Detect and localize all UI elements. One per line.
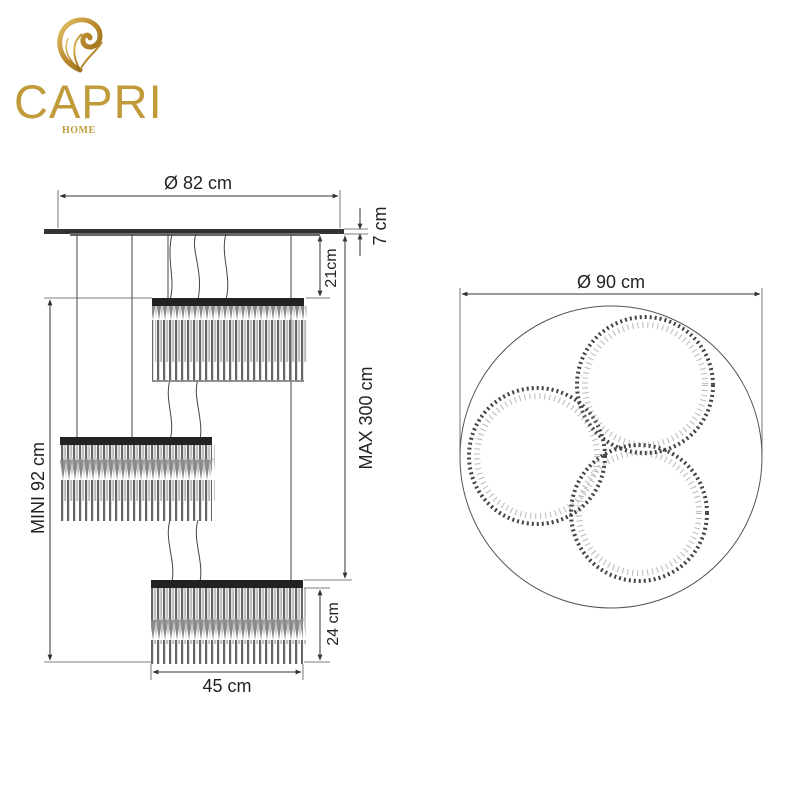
brand-sub: HOME [62, 125, 96, 136]
crystal-ring-middle [60, 437, 215, 521]
nautilus-shell-logo-icon [57, 17, 103, 73]
ring-top-view-1 [575, 315, 715, 455]
canopy-diameter-dimension: Ø 82 cm [57, 173, 341, 228]
ring-height-label: 24 cm [325, 602, 342, 646]
ring-diameter-dimension: 45 cm [150, 664, 304, 696]
crystal-ring-top [152, 298, 307, 382]
canopy-diameter-label: Ø 82 cm [164, 173, 232, 193]
top-drop-label: 21cm [323, 248, 340, 287]
brand-name: CAPRI [14, 75, 163, 128]
top-view: Ø 90 cm [459, 272, 763, 609]
canopy-height-label: 7 cm [370, 206, 390, 245]
overall-diameter-label: Ø 90 cm [577, 272, 645, 292]
ring-top-view-2 [467, 386, 607, 526]
max-length-label: MAX 300 cm [356, 366, 376, 469]
overall-circle [459, 305, 763, 609]
top-drop-dimension: 21cm [306, 235, 340, 299]
ring-diameter-label: 45 cm [202, 676, 251, 696]
canopy-height-dimension: 7 cm [344, 206, 390, 256]
max-length-dimension: MAX 300 cm [304, 235, 376, 581]
suspension-wires [76, 233, 292, 583]
ring-top-view-3 [569, 443, 709, 583]
crystal-ring-bottom [151, 580, 306, 664]
min-length-label: MINI 92 cm [28, 442, 48, 534]
ring-height-dimension: 24 cm [304, 587, 342, 663]
min-length-dimension: MINI 92 cm [28, 297, 152, 663]
canopy [44, 229, 344, 236]
